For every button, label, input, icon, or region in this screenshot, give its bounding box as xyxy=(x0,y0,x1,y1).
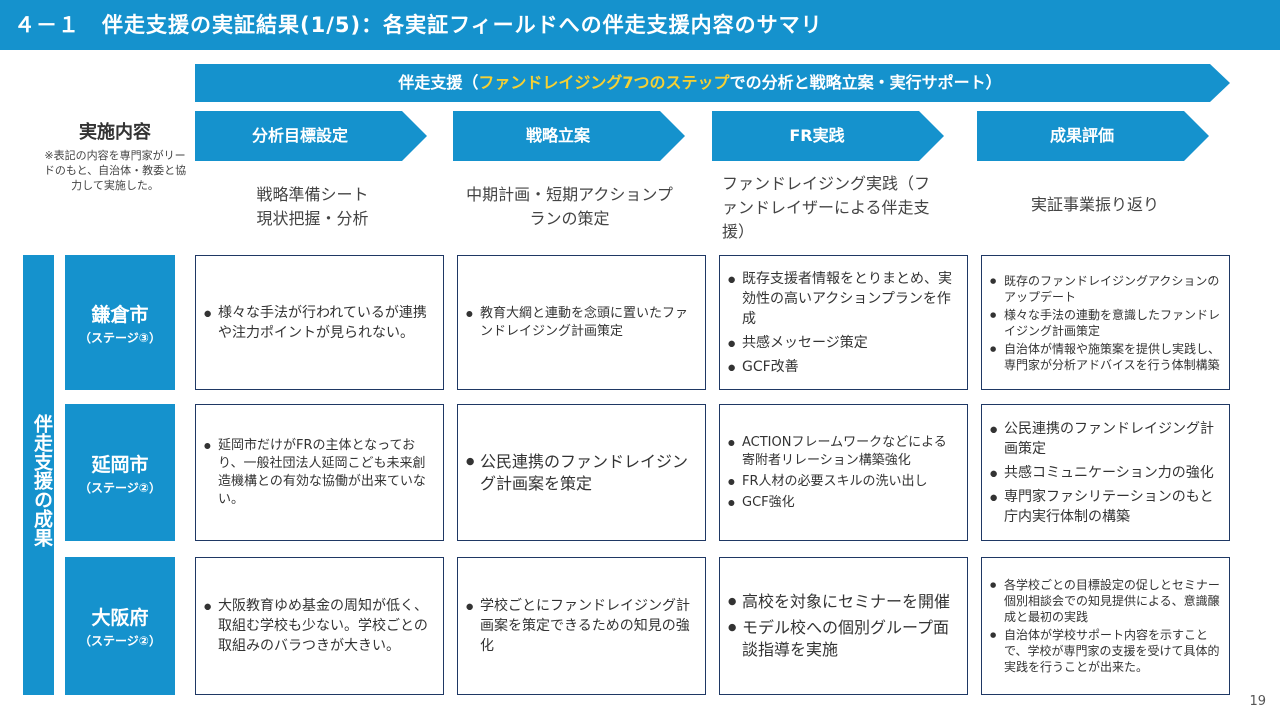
results-label: 伴走支援の成果 xyxy=(31,413,53,547)
cell-osaka-analysis: 大阪教育ゆめ基金の周知が低く、取組む学校も少ない。学校ごとの取組みのバラつきが大… xyxy=(195,557,444,695)
banner-highlight: ファンドレイジング7つのステップ xyxy=(478,73,730,92)
phase-arrow-strategy xyxy=(453,111,685,161)
cell-nobeoka-fr: ACTIONフレームワークなどによる寄附者リレーション構築強化 FR人材の必要ス… xyxy=(719,404,968,541)
phase-desc-evaluation: 実証事業振り返り xyxy=(1030,195,1159,214)
list-item: 専門家ファシリテーションのもと庁内実行体制の構築 xyxy=(990,487,1221,527)
city-stage: （ステージ②） xyxy=(79,634,161,648)
cell-kamakura-evaluation: 既存のファンドレイジングアクションのアップデート 様々な手法の連動を意識したファ… xyxy=(981,255,1230,390)
cell-nobeoka-evaluation: 公民連携のファンドレイジング計画策定 共感コミュニケーション力の強化 専門家ファ… xyxy=(981,404,1230,541)
list-item: 大阪教育ゆめ基金の周知が低く、取組む学校も少ない。学校ごとの取組みのバラつきが大… xyxy=(204,596,435,656)
phase-desc-strategy: 中期計画・短期アクションプランの策定 xyxy=(466,185,673,228)
phase-arrow-fr xyxy=(712,111,944,161)
list-item: FR人材の必要スキルの洗い出し xyxy=(728,473,959,491)
cell-kamakura-analysis: 様々な手法が行われているが連携や注力ポイントが見られない。 xyxy=(195,255,444,390)
list-item: GCF強化 xyxy=(728,494,959,512)
list-item: 様々な手法が行われているが連携や注力ポイントが見られない。 xyxy=(204,303,435,343)
list-item: 共感メッセージ策定 xyxy=(728,333,959,353)
cell-osaka-evaluation: 各学校ごとの目標設定の促しとセミナー個別相談会での知見提供による、意識醸成と最初… xyxy=(981,557,1230,695)
list-item: 既存支援者情報をとりまとめ、実効性の高いアクションプランを作成 xyxy=(728,269,959,329)
list-item: 既存のファンドレイジングアクションのアップデート xyxy=(990,273,1221,305)
phase-desc-analysis: 戦略準備シート 現状把握・分析 xyxy=(256,185,369,228)
list-item: モデル校への個別グループ面談指導を実施 xyxy=(728,617,959,661)
list-item: 公民連携のファンドレイジング計画策定 xyxy=(990,419,1221,459)
phase-label-fr: FR実践 xyxy=(789,126,845,145)
list-item: 公民連携のファンドレイジング計画案を策定 xyxy=(466,451,697,495)
city-name: 延岡市 xyxy=(91,453,149,476)
city-stage: （ステージ③） xyxy=(79,330,161,345)
list-item: 高校を対象にセミナーを開催 xyxy=(728,591,959,613)
phase-label-analysis: 分析目標設定 xyxy=(251,126,348,145)
phase-label-strategy: 戦略立案 xyxy=(525,126,590,145)
phase-desc-fr: ファンドレイジング実践（ファンドレイザーによる伴走支援） xyxy=(722,174,931,241)
list-item: 教育大綱と連動を念頭に置いたファンドレイジング計画策定 xyxy=(466,305,697,341)
page-number: 19 xyxy=(1249,694,1266,709)
cell-kamakura-strategy: 教育大綱と連動を念頭に置いたファンドレイジング計画策定 xyxy=(457,255,706,390)
banner-text: 伴走支援（ファンドレイジング7つのステップでの分析と戦略立案・実行サポート） xyxy=(195,64,1205,102)
banner-suffix: での分析と戦略立案・実行サポート） xyxy=(729,73,1002,92)
phase-label-evaluation: 成果評価 xyxy=(1049,126,1114,145)
city-label-osaka: 大阪府 （ステージ②） xyxy=(65,557,175,695)
banner-prefix: 伴走支援（ xyxy=(398,73,479,92)
cell-osaka-strategy: 学校ごとにファンドレイジング計画案を策定できるための知見の強化 xyxy=(457,557,706,695)
city-stage: （ステージ②） xyxy=(79,480,161,495)
phase-arrow-analysis xyxy=(195,111,427,161)
city-name: 鎌倉市 xyxy=(91,303,149,326)
cell-nobeoka-strategy: 公民連携のファンドレイジング計画案を策定 xyxy=(457,404,706,541)
list-item: 様々な手法の連動を意識したファンドレイジング計画策定 xyxy=(990,307,1221,339)
impl-title: 実施内容 xyxy=(79,122,151,143)
city-name: 大阪府 xyxy=(91,607,149,629)
list-item: 各学校ごとの目標設定の促しとセミナー個別相談会での知見提供による、意識醸成と最初… xyxy=(990,577,1221,625)
list-item: 共感コミュニケーション力の強化 xyxy=(990,463,1221,483)
banner-arrow xyxy=(195,64,1230,102)
results-sidebar xyxy=(23,255,54,695)
list-item: 自治体が情報や施策案を提供し実践し、専門家が分析アドバイスを行う体制構築 xyxy=(990,341,1221,373)
list-item: 自治体が学校サポート内容を示すことで、学校が専門家の支援を受けて具体的実践を行う… xyxy=(990,627,1221,675)
list-item: GCF改善 xyxy=(728,357,959,377)
cell-kamakura-fr: 既存支援者情報をとりまとめ、実効性の高いアクションプランを作成 共感メッセージ策… xyxy=(719,255,968,390)
list-item: 延岡市だけがFRの主体となっており、一般社団法人延岡こども未来創造機構との有効な… xyxy=(204,437,435,509)
page-title: ４－１ 伴走支援の実証結果(1/5)：各実証フィールドへの伴走支援内容のサマリ xyxy=(0,0,1280,50)
impl-note: ※表記の内容を専門家がリードのもと、自治体・教委と協力して実施した。 xyxy=(43,149,187,192)
list-item: ACTIONフレームワークなどによる寄附者リレーション構築強化 xyxy=(728,434,959,470)
cell-nobeoka-analysis: 延岡市だけがFRの主体となっており、一般社団法人延岡こども未来創造機構との有効な… xyxy=(195,404,444,541)
city-label-nobeoka: 延岡市 （ステージ②） xyxy=(65,404,175,541)
cell-osaka-fr: 高校を対象にセミナーを開催 モデル校への個別グループ面談指導を実施 xyxy=(719,557,968,695)
phase-arrow-evaluation xyxy=(977,111,1209,161)
list-item: 学校ごとにファンドレイジング計画案を策定できるための知見の強化 xyxy=(466,596,697,656)
city-label-kamakura: 鎌倉市 （ステージ③） xyxy=(65,255,175,390)
